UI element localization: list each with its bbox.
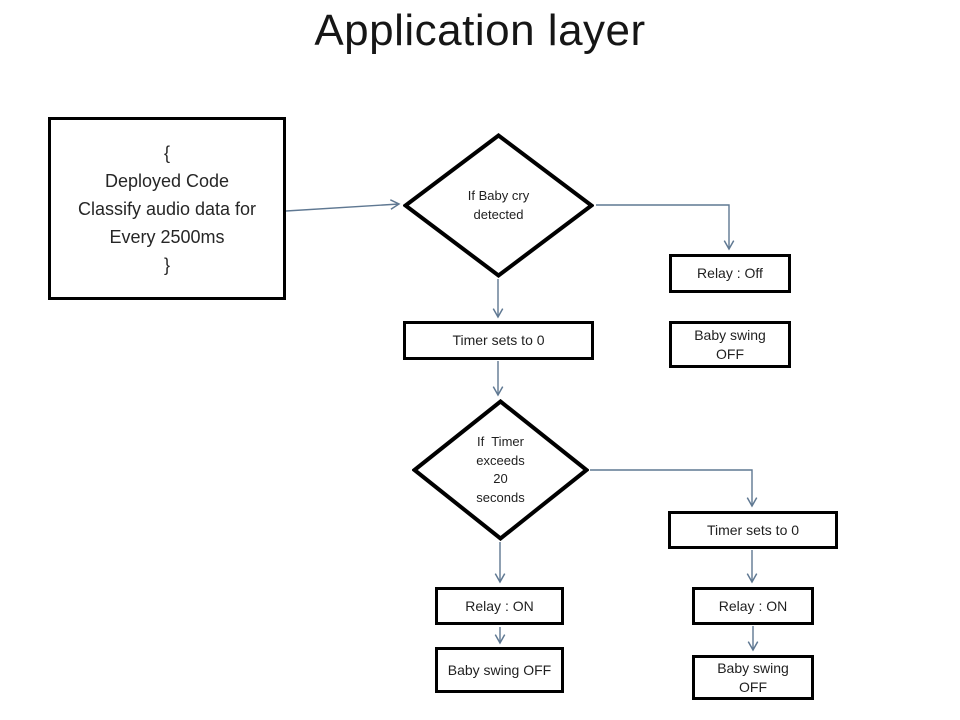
node-text: exceeds bbox=[476, 452, 525, 468]
node-text: seconds bbox=[476, 489, 525, 505]
node-relay-off: Relay : Off bbox=[669, 254, 791, 293]
node-text: Classify audio data for bbox=[77, 198, 257, 219]
node-timer-reset-left: Timer sets to 0 bbox=[403, 321, 594, 360]
node-relay-on-right: Relay : ON bbox=[692, 587, 814, 625]
connector-baby-cry-to-relay-off bbox=[596, 204, 735, 251]
node-baby-swing-off-upper-right: Baby swing OFF bbox=[669, 321, 791, 368]
node-text: Baby swing OFF bbox=[447, 661, 552, 678]
diamond-shape bbox=[412, 399, 589, 541]
node-text: Relay : ON bbox=[718, 597, 788, 614]
node-text: Baby swing bbox=[717, 659, 789, 676]
node-text: OFF bbox=[716, 345, 744, 362]
node-text: Baby swing bbox=[694, 326, 766, 343]
node-text: 20 bbox=[493, 471, 508, 486]
diamond-shape bbox=[403, 133, 594, 278]
node-text: OFF bbox=[739, 678, 767, 695]
node-text: detected bbox=[473, 206, 524, 222]
node-timer-reset-right: Timer sets to 0 bbox=[668, 511, 838, 549]
node-text: Timer sets to 0 bbox=[452, 332, 545, 348]
node-text: Deployed Code bbox=[104, 170, 230, 191]
node-text: If Timer bbox=[477, 434, 524, 449]
node-baby-swing-off-left: Baby swing OFF bbox=[435, 647, 564, 693]
node-deployed-code: { Deployed Code Classify audio data for … bbox=[48, 117, 286, 300]
node-baby-swing-off-lower-right: Baby swing OFF bbox=[692, 655, 814, 700]
node-text: Relay : Off bbox=[697, 265, 763, 281]
node-text: If Baby cry bbox=[467, 188, 530, 203]
node-decision-timer: If Timer exceeds 20 seconds bbox=[412, 399, 589, 541]
node-text: } bbox=[163, 254, 170, 275]
node-text: Timer sets to 0 bbox=[706, 521, 800, 538]
decision-label: If Timer exceeds 20 seconds bbox=[476, 433, 524, 507]
page-title: Application layer bbox=[314, 6, 646, 55]
node-text: Every 2500ms bbox=[109, 226, 225, 247]
node-text: { bbox=[163, 142, 170, 163]
node-text: Relay : ON bbox=[465, 597, 534, 614]
node-decision-baby-cry: If Baby cry detected bbox=[403, 133, 594, 278]
node-relay-on-left: Relay : ON bbox=[435, 587, 564, 625]
decision-label: If Baby cry detected bbox=[468, 187, 529, 224]
connector-timer-decision-to-timer-right bbox=[590, 469, 758, 508]
connector-code-to-baby-cry-decision bbox=[285, 199, 401, 212]
